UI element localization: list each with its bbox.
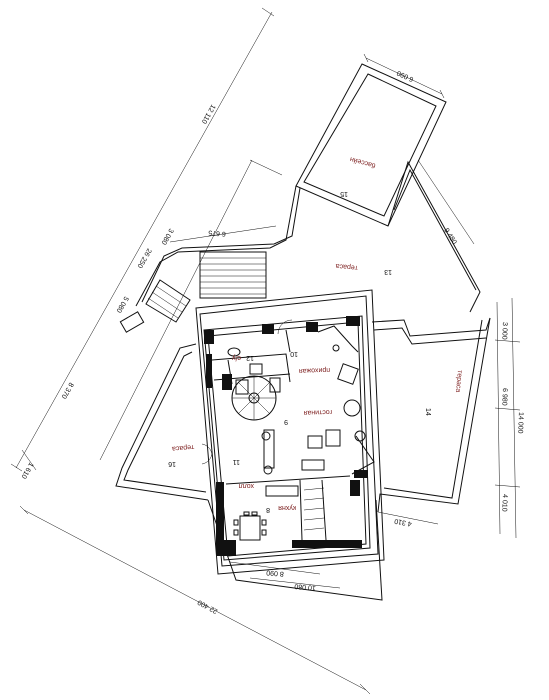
dim-14000: 14 000 bbox=[516, 412, 524, 434]
room-label-terrace-16: тераса bbox=[172, 443, 195, 452]
room-number-kitchen: 8 bbox=[266, 506, 270, 513]
living-furniture bbox=[235, 344, 366, 475]
stairs-top bbox=[199, 251, 267, 299]
dim-1610: 1 610 bbox=[19, 461, 34, 480]
terrace-16 bbox=[115, 343, 383, 601]
room-number-terrace-16: 16 bbox=[168, 460, 176, 467]
door-arc-icon bbox=[277, 319, 293, 335]
pool-area bbox=[295, 63, 447, 227]
room-label-terrace-13: тераса bbox=[335, 262, 358, 271]
toilet-icon bbox=[227, 347, 241, 357]
room-number-wc: 12 bbox=[246, 354, 254, 361]
dimension-lines bbox=[10, 7, 521, 695]
main-house bbox=[195, 289, 385, 575]
door-arc-icon bbox=[201, 451, 213, 465]
room-label-living: гостиная bbox=[303, 408, 332, 416]
sink-icon bbox=[249, 363, 263, 375]
spiral-staircase bbox=[231, 375, 277, 421]
dim-8090: 8 090 bbox=[266, 568, 284, 577]
dim-22400: 22 400 bbox=[197, 598, 219, 614]
dim-10080: 10 080 bbox=[294, 582, 316, 591]
dim-6675: 6 675 bbox=[208, 228, 226, 237]
room-label-kitchen: кухня bbox=[278, 504, 296, 511]
room-label-terrace-14: тераса bbox=[454, 370, 463, 393]
dim-3000: 3 000 bbox=[500, 322, 508, 340]
terrace-13 bbox=[119, 160, 481, 333]
room-labels: бассейн 15 тераса 13 тераса 14 тераса 16… bbox=[168, 155, 463, 513]
dim-6980: 6 980 bbox=[500, 388, 508, 406]
dim-5080: 5 080 bbox=[114, 295, 129, 314]
dim-8370: 8 370 bbox=[59, 381, 74, 400]
room-number-hall: 10 bbox=[290, 350, 298, 357]
room-number-living: 9 bbox=[284, 418, 288, 425]
room-number-hallway: 11 bbox=[233, 458, 240, 465]
stairs-left bbox=[145, 279, 191, 323]
room-label-hallway: холл bbox=[239, 482, 254, 489]
room-number-terrace-13: 13 bbox=[384, 268, 392, 275]
room-label-hall: прихожая bbox=[299, 366, 331, 374]
terrace-14 bbox=[371, 317, 491, 513]
room-number-pool: 15 bbox=[340, 190, 348, 197]
kitchen-furniture bbox=[233, 485, 299, 541]
room-label-pool: бассейн bbox=[349, 155, 377, 170]
room-number-terrace-14: 14 bbox=[424, 408, 431, 416]
dimension-labels: 12 110 6 090 9 480 3 080 26 250 6 675 5 … bbox=[19, 69, 524, 615]
dim-4310: 4 310 bbox=[394, 517, 413, 527]
dim-12110: 12 110 bbox=[200, 103, 217, 125]
door-arc-icon bbox=[201, 443, 213, 457]
dim-3080: 3 080 bbox=[159, 227, 174, 246]
room-label-wc: с/у bbox=[232, 354, 241, 361]
dim-4010: 4 010 bbox=[500, 494, 508, 512]
